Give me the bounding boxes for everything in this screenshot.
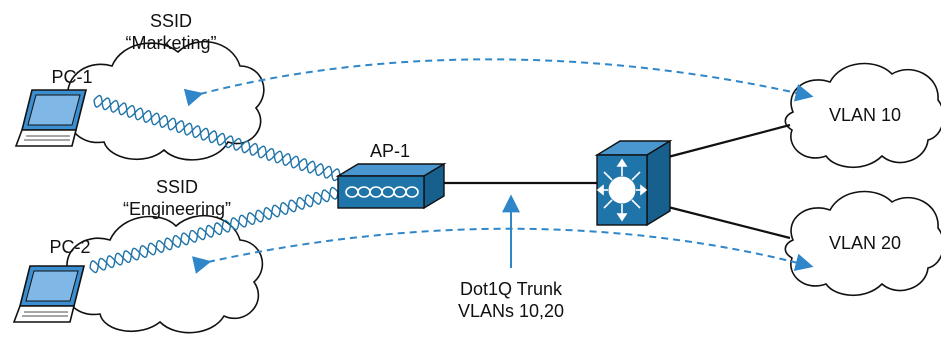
trunk-label-line1: Dot1Q Trunk <box>459 279 563 299</box>
vlan10-label: VLAN 10 <box>828 105 902 125</box>
trunk-label-line2: VLANs 10,20 <box>457 301 565 321</box>
wireless-signal-pc2 <box>89 186 339 274</box>
laptop-icon <box>14 89 88 147</box>
vlan20-label: VLAN 20 <box>828 233 902 253</box>
ssid-engineering-line1: SSID <box>155 177 198 197</box>
flow-marketing-to-vlan10 <box>183 58 814 107</box>
pc2-label: PC-2 <box>49 237 91 257</box>
ssid-marketing-label: SSID “Marketing” <box>116 10 226 54</box>
ssid-engineering-line2: “Engineering” <box>122 199 232 219</box>
wireless-signal-pc1 <box>93 94 341 182</box>
ap1-label: AP-1 <box>369 141 411 161</box>
cloud-marketing <box>67 40 265 161</box>
ssid-marketing-line1: SSID <box>149 11 192 31</box>
link-switch-vlan20 <box>667 205 791 240</box>
ssid-engineering-label: SSID “Engineering” <box>112 176 242 220</box>
cloud-engineering <box>65 214 264 334</box>
pc1-label: PC-1 <box>51 67 93 87</box>
flow-engineering-to-vlan20 <box>192 227 814 274</box>
cloud-vlan20 <box>784 190 941 296</box>
cloud-vlan10 <box>784 62 941 168</box>
access-point-icon <box>335 162 447 210</box>
laptop-icon <box>12 265 86 323</box>
link-switch-vlan10 <box>667 123 791 159</box>
trunk-label: Dot1Q Trunk VLANs 10,20 <box>446 278 576 322</box>
multilayer-switch-icon <box>594 139 673 227</box>
ssid-marketing-line2: “Marketing” <box>125 33 217 53</box>
